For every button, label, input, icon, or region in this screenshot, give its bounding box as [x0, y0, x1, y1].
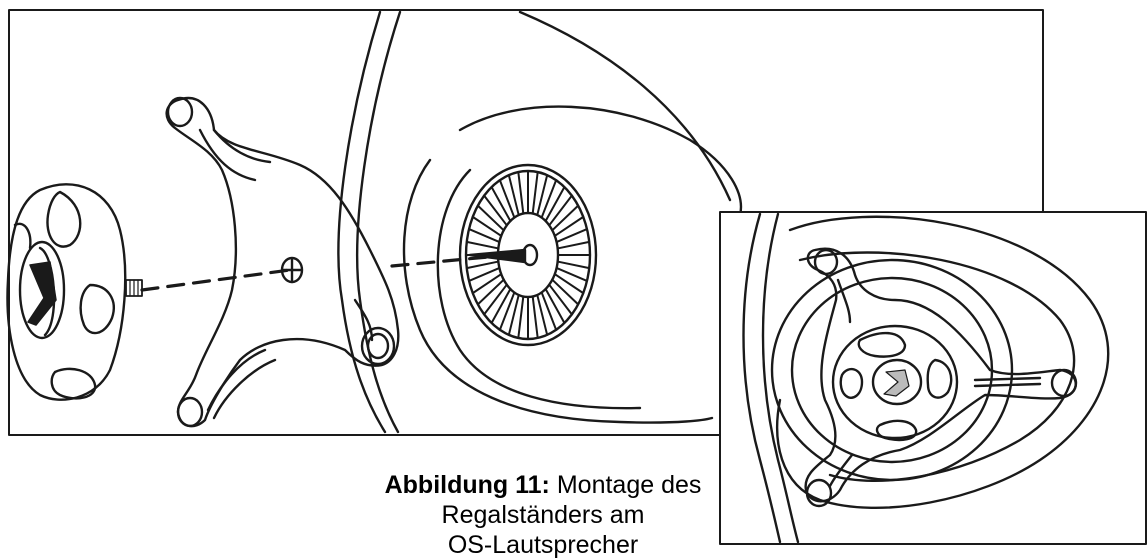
mount-rib [490, 186, 512, 223]
mount-rib [551, 278, 580, 306]
mount-rib [517, 171, 525, 215]
mount-rib [555, 228, 588, 244]
speaker-body [337, 10, 743, 434]
caption-line-2: OS-Lautsprecher [447, 531, 639, 559]
mount-rib [483, 194, 508, 227]
knob-logo-icon [27, 261, 57, 326]
mount-rib [465, 240, 500, 250]
mount-rib [490, 287, 512, 324]
mount-rib [507, 293, 520, 336]
knob [6, 183, 143, 401]
mount-rib [468, 228, 501, 244]
mount-rib [483, 283, 508, 316]
mount-rib [544, 186, 566, 223]
mount-rib [551, 204, 580, 232]
assembly-guide-lines [140, 252, 522, 292]
mount-rib [556, 260, 591, 270]
mount-rib [531, 295, 539, 339]
mount-rib [471, 273, 503, 295]
mount-rib [536, 293, 549, 336]
mount-rib [555, 266, 588, 282]
mount-rib [465, 260, 500, 270]
mount-rib [531, 171, 539, 215]
mount-rib [498, 179, 516, 219]
mount-rib [556, 240, 591, 250]
assembly-illustration [6, 9, 1147, 545]
mount-rib [476, 204, 505, 232]
mount-rib [476, 278, 505, 306]
caption-text-1: Montage des Regalständers am [441, 471, 702, 529]
figure-caption: Abbildung 11: Montage des Regalständers … [360, 470, 726, 560]
inset-assembled-view [742, 212, 1110, 544]
caption-line-1: Abbildung 11: Montage des Regalständers … [360, 470, 726, 530]
mount-rib [544, 287, 566, 324]
mount-rib [548, 283, 573, 316]
mount-rib [553, 215, 585, 237]
mount-rib [517, 295, 525, 339]
shelf-stand-bracket [165, 96, 400, 428]
mount-rib [553, 273, 585, 295]
speaker-mount-plate [458, 163, 598, 347]
mount-rib [540, 291, 558, 331]
mount-rib [540, 179, 558, 219]
mount-rib [548, 194, 573, 227]
mount-rib [468, 266, 501, 282]
inset-panel-frame [719, 211, 1147, 545]
mount-rib [536, 174, 549, 217]
mount-rib [498, 291, 516, 331]
caption-label: Abbildung 11: [384, 471, 550, 499]
mount-rib [471, 215, 503, 237]
mount-rib [507, 174, 520, 217]
